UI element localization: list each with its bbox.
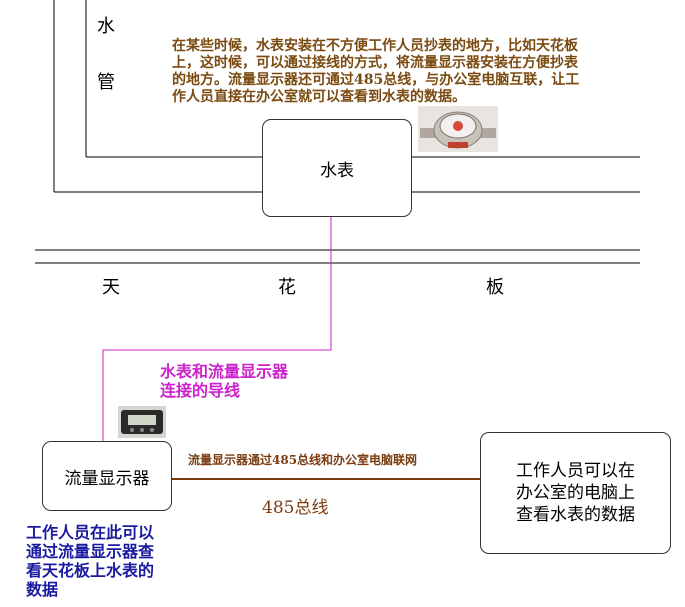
flow-display-label: 流量显示器	[64, 468, 150, 489]
pipe-label-char2: 管	[97, 72, 115, 93]
office-computer-text: 工作人员可以在 办公室的电脑上 查看水表的数据	[516, 461, 635, 525]
wire-label: 水表和流量显示器 连接的导线	[160, 362, 289, 400]
water-meter-label: 水表	[320, 160, 354, 181]
office-computer-box: 工作人员可以在 办公室的电脑上 查看水表的数据	[480, 432, 671, 554]
flow-display-box: 流量显示器	[42, 441, 172, 511]
staff-note: 工作人员在此可以 通过流量显示器查 看天花板上水表的 数据	[26, 523, 155, 599]
pipe-label-char1: 水	[97, 16, 115, 37]
bus-description: 流量显示器通过485总线和办公室电脑联网	[188, 453, 418, 467]
ceiling-label-char1: 天	[102, 277, 120, 298]
description-text: 在某些时候，水表安装在不方便工作人员抄表的地方，比如天花板 上，这时候，可以通过…	[172, 38, 580, 105]
ceiling-label-char3: 板	[486, 277, 504, 298]
water-meter-photo	[418, 106, 498, 152]
flow-display-photo	[118, 406, 166, 438]
connection-wire	[102, 215, 332, 441]
ceiling-label-char2: 花	[278, 277, 296, 298]
water-meter-box: 水表	[262, 119, 412, 217]
bus-label: 485总线	[262, 498, 329, 518]
